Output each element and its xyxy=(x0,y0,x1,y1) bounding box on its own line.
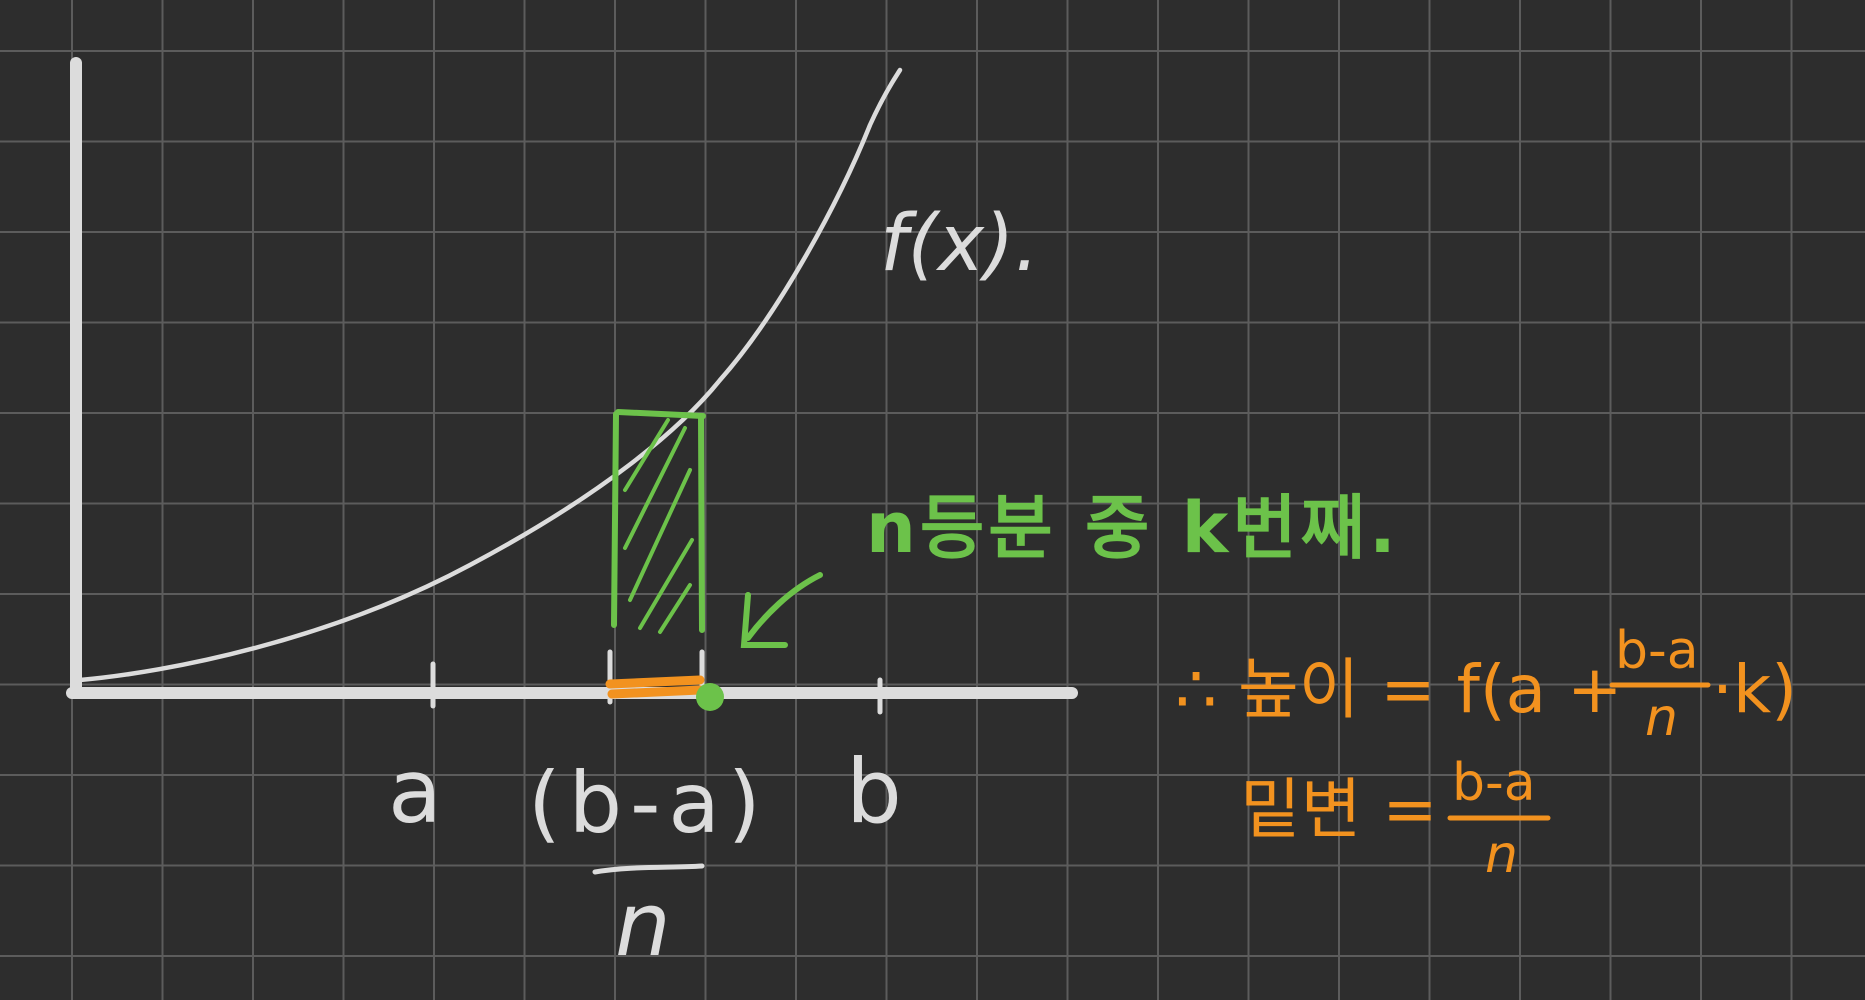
height-formula-suffix: ·k) xyxy=(1712,651,1797,728)
base-fraction-numerator: b-a xyxy=(1452,753,1536,813)
kth-rectangle xyxy=(611,409,706,633)
label-interval-width-numerator: (b-a) xyxy=(528,754,769,852)
base-label: 밑변 = xyxy=(1240,771,1438,848)
label-interval-width-denominator: n xyxy=(615,873,671,976)
function-curve xyxy=(77,67,903,683)
sample-point xyxy=(696,683,724,711)
base-fraction-denominator: n xyxy=(1485,825,1518,885)
interval-fraction-bar xyxy=(592,863,705,875)
pointer-arrow xyxy=(740,572,823,648)
height-fraction-numerator: b-a xyxy=(1615,621,1699,681)
function-label: f(x). xyxy=(880,199,1039,289)
label-a: a xyxy=(388,740,442,843)
rectangle-hatching xyxy=(623,418,694,634)
partition-note: n등분 중 k번째. xyxy=(866,487,1400,569)
label-b: b xyxy=(846,740,902,843)
height-fraction-denominator: n xyxy=(1645,688,1678,748)
height-formula-prefix: ∴ 높이 = f(a + xyxy=(1175,651,1622,728)
base-segment xyxy=(605,675,705,699)
